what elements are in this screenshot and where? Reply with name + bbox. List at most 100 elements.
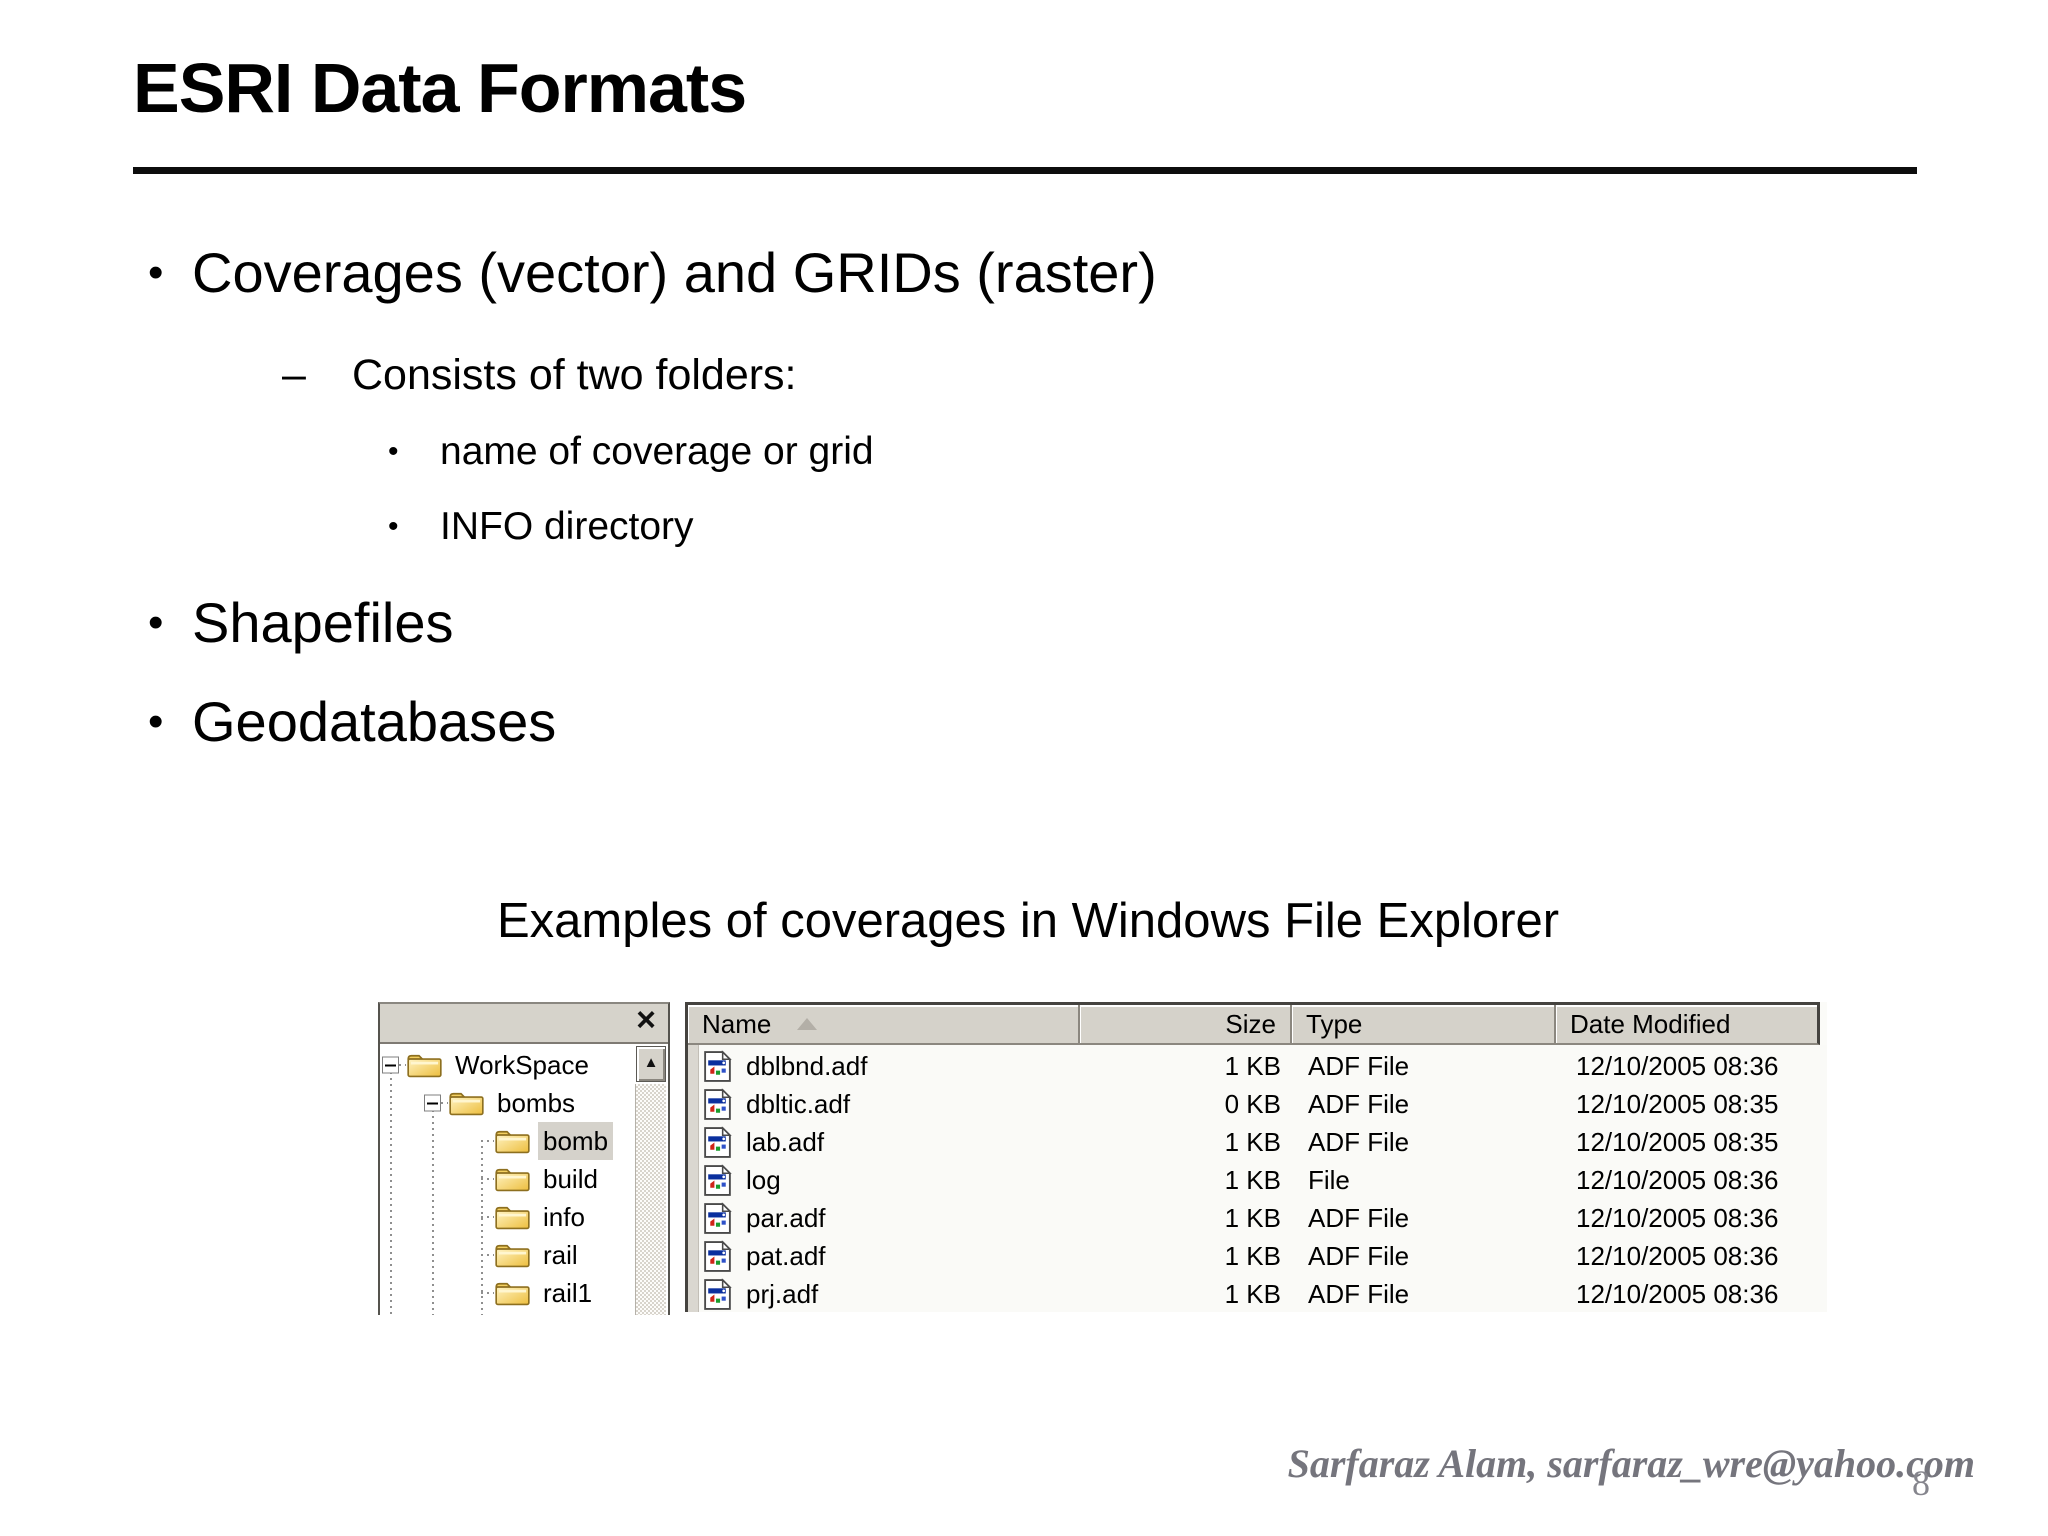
file-name: pat.adf — [746, 1241, 826, 1271]
column-header-date-modified[interactable]: Date Modified — [1556, 1005, 1817, 1043]
bullet-text: INFO directory — [440, 505, 694, 548]
file-icon — [702, 1278, 733, 1311]
folder-icon[interactable] — [406, 1050, 443, 1080]
bullet-text: name of coverage or grid — [440, 430, 874, 473]
file-icon — [702, 1126, 733, 1159]
tree-row: build — [380, 1160, 668, 1198]
bullet-marker: • — [388, 510, 399, 543]
file-icon — [702, 1240, 733, 1273]
file-date-modified: 12/10/2005 08:35 — [1576, 1089, 1779, 1119]
bullet-item: • Geodatabases — [0, 689, 2048, 755]
column-header-type[interactable]: Type — [1292, 1005, 1556, 1043]
folder-icon[interactable] — [494, 1164, 531, 1194]
file-icon — [702, 1164, 733, 1197]
tree-item-label[interactable]: rail — [543, 1240, 578, 1270]
scrollbar-up-button[interactable]: ▲ — [636, 1046, 666, 1082]
file-date-modified: 12/10/2005 08:35 — [1576, 1127, 1779, 1157]
bullet-text: Coverages (vector) and GRIDs (raster) — [192, 241, 1157, 304]
scrollbar-track[interactable] — [635, 1084, 666, 1315]
bullet-marker: – — [282, 351, 306, 399]
column-header-name[interactable]: Name — [688, 1005, 1080, 1043]
tree-item-label[interactable]: build — [543, 1164, 598, 1194]
tree-row: bombs — [380, 1084, 668, 1122]
file-icon — [702, 1088, 733, 1121]
file-size: 1 KB — [1224, 1165, 1281, 1195]
file-type: ADF File — [1308, 1089, 1410, 1119]
up-arrow-icon: ▲ — [643, 1054, 659, 1071]
column-label: Name — [702, 1008, 772, 1039]
column-header-size[interactable]: Size — [1080, 1005, 1292, 1043]
folder-tree-panel: × WorkSpace bombs bomb build info rail rail1 ▲ — [378, 1002, 670, 1315]
file-size: 0 KB — [1224, 1089, 1281, 1119]
file-name: log — [746, 1165, 781, 1195]
file-date-modified: 12/10/2005 08:36 — [1576, 1279, 1779, 1309]
tree-item-label[interactable]: bombs — [497, 1088, 576, 1118]
file-size: 1 KB — [1224, 1279, 1281, 1309]
file-name: lab.adf — [746, 1127, 825, 1157]
tree-guide-line — [481, 1140, 483, 1315]
tree-expander-icon[interactable] — [424, 1094, 441, 1112]
bullet-item: • Coverages (vector) and GRIDs (raster) — [0, 240, 2048, 306]
bullet-item: • INFO directory — [0, 502, 2048, 552]
file-name: par.adf — [746, 1203, 826, 1233]
file-date-modified: 12/10/2005 08:36 — [1576, 1203, 1779, 1233]
file-type: ADF File — [1308, 1051, 1410, 1081]
file-size: 1 KB — [1224, 1241, 1281, 1271]
tree-expander-icon[interactable] — [382, 1056, 399, 1074]
folder-icon[interactable] — [494, 1240, 531, 1270]
tree-row: rail1 — [380, 1274, 668, 1312]
bullet-marker: • — [148, 697, 164, 746]
column-label: Size — [1225, 1008, 1276, 1039]
file-icon — [702, 1202, 733, 1235]
file-type: ADF File — [1308, 1127, 1410, 1157]
bullet-item: –Consists of two folders: — [0, 348, 2048, 402]
tree-item-label[interactable]: rail1 — [543, 1278, 593, 1308]
folder-tree: WorkSpace bombs bomb build info rail rail1 ▲ — [380, 1044, 668, 1315]
tree-item-label[interactable]: info — [543, 1202, 585, 1232]
tree-item-label[interactable]: bomb — [538, 1122, 614, 1160]
tree-item-label[interactable]: WorkSpace — [455, 1050, 589, 1080]
bullet-marker: • — [388, 435, 399, 468]
author-credit: Sarfaraz Alam, sarfaraz_wre@yahoo.com — [1287, 1441, 1975, 1486]
tree-row: info — [380, 1198, 668, 1236]
folder-icon[interactable] — [448, 1088, 485, 1118]
bullet-list: • Coverages (vector) and GRIDs (raster) –C… — [0, 240, 2048, 755]
page-number: 8 — [1912, 1463, 1930, 1503]
column-label: Date Modified — [1570, 1008, 1731, 1039]
close-icon[interactable]: × — [636, 1002, 656, 1039]
file-type: File — [1308, 1165, 1350, 1195]
file-row[interactable]: dblbnd.adf 1 KB ADF File 12/10/2005 08:36 — [688, 1047, 1827, 1085]
folder-icon[interactable] — [494, 1126, 531, 1156]
tree-row-partial — [380, 1312, 668, 1315]
bullet-text: Shapefiles — [192, 591, 454, 654]
sort-ascending-icon — [797, 1018, 818, 1030]
tree-row: WorkSpace — [380, 1046, 668, 1084]
file-name: dbltic.adf — [746, 1089, 851, 1119]
file-type: ADF File — [1308, 1241, 1410, 1271]
file-date-modified: 12/10/2005 08:36 — [1576, 1241, 1779, 1271]
column-label: Type — [1306, 1008, 1363, 1039]
bullet-text: Geodatabases — [192, 690, 557, 753]
title-underline — [133, 167, 1917, 174]
file-row[interactable]: pat.adf 1 KB ADF File 12/10/2005 08:36 — [688, 1237, 1827, 1275]
file-type: ADF File — [1308, 1279, 1410, 1309]
file-row[interactable]: dbltic.adf 0 KB ADF File 12/10/2005 08:35 — [688, 1085, 1827, 1123]
file-size: 1 KB — [1224, 1203, 1281, 1233]
file-name: dblbnd.adf — [746, 1051, 868, 1081]
tree-guide-line — [390, 1066, 392, 1315]
slide-title: ESRI Data Formats — [133, 49, 747, 127]
file-date-modified: 12/10/2005 08:36 — [1576, 1051, 1779, 1081]
folder-icon[interactable] — [494, 1202, 531, 1232]
bullet-text: Consists of two folders: — [352, 351, 797, 399]
file-size: 1 KB — [1224, 1051, 1281, 1081]
bullet-marker: • — [148, 248, 164, 297]
tree-row: bomb — [380, 1122, 668, 1160]
screenshot-caption: Examples of coverages in Windows File Ex… — [497, 894, 1560, 948]
folder-icon[interactable] — [494, 1278, 531, 1308]
file-list-panel: Name Size Type Date Modified dblbnd.adf 1… — [685, 1002, 1827, 1312]
